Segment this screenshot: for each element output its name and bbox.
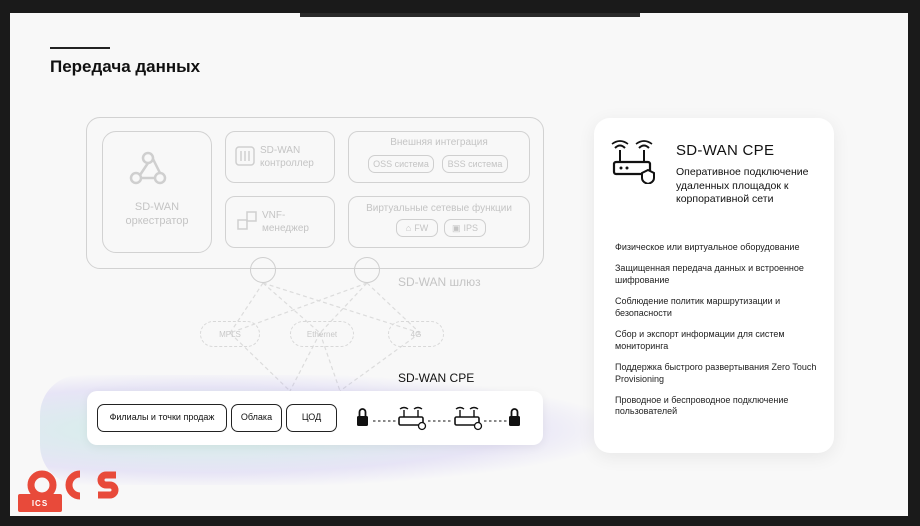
virtual-functions-box — [348, 196, 530, 248]
management-layer-box — [86, 117, 544, 269]
cpe-info-card: SD-WAN CPE Оперативное подключение удале… — [594, 118, 834, 453]
title-rule — [50, 47, 110, 49]
vnf-manager-box — [225, 196, 335, 248]
controller-box — [225, 131, 335, 183]
feature-item: Сбор и экспорт информации для систем мон… — [615, 328, 785, 351]
oss-chip: OSS система — [368, 155, 434, 173]
card-subtitle: Оперативное подключение удаленных площад… — [676, 166, 809, 206]
faded-network-diagram: SD-WAN оркестратор SD-WAN контроллер VNF… — [10, 13, 908, 516]
gateway-router-1-icon — [250, 257, 276, 283]
firewall-icon: ⌂ — [405, 223, 412, 233]
cpe-caption: SD-WAN CPE — [398, 371, 475, 385]
fw-chip: ⌂FW — [396, 219, 438, 237]
sliders-icon — [235, 146, 255, 166]
feature-item: Поддержка быстрого развертывания Zero To… — [615, 361, 817, 384]
cpe-chain — [357, 406, 520, 431]
slide-title: Передача данных — [50, 57, 201, 76]
feature-item: Физическое или виртуальное оборудование — [615, 242, 800, 252]
fw-label: FW — [414, 223, 429, 233]
card-title: SD-WAN CPE — [676, 142, 775, 159]
router-icon-left — [398, 406, 427, 431]
router-icon — [611, 140, 655, 184]
clouds-pill: Облака — [231, 404, 282, 432]
virtual-functions-label: Виртуальные сетевые функции — [366, 203, 512, 214]
feature-item: Соблюдение политик маршрутизации и безоп… — [615, 296, 781, 318]
mesh-links — [229, 283, 421, 392]
ips-icon: ▣ — [451, 222, 461, 233]
ips-chip: ▣IPS — [444, 219, 486, 237]
top-tab — [300, 13, 640, 17]
gateway-label: SD-WAN шлюз — [398, 275, 481, 289]
fourg-cloud: 4G — [388, 321, 444, 347]
router-icon-right — [454, 406, 483, 431]
lock-icon-left — [357, 408, 368, 426]
ips-label: IPS — [463, 223, 479, 233]
orchestrator-box — [102, 131, 212, 253]
webhook-icon — [129, 151, 167, 185]
dc-pill: ЦОД — [286, 404, 337, 432]
external-integration-box — [348, 131, 530, 183]
lock-icon-right — [509, 408, 520, 426]
bss-chip: BSS система — [442, 155, 508, 173]
vnf-manager-label: VNF-менеджер — [262, 210, 309, 234]
orchestrator-label: SD-WAN оркестратор — [125, 201, 189, 227]
ics-badge: ICS — [18, 494, 62, 512]
vnf-icon — [237, 211, 257, 230]
slide: Передача данных SD-WAN оркестратор SD-WA… — [10, 13, 908, 516]
gateway-router-2-icon — [354, 257, 380, 283]
feature-item: Защищенная передача данных и встроенное … — [615, 263, 804, 285]
external-integration-label: Внешняя интеграция — [390, 137, 488, 148]
branches-pill: Филиалы и точки продаж — [97, 404, 227, 432]
mpls-cloud: MPLS — [200, 321, 260, 347]
feature-list: Физическое или виртуальное оборудование … — [615, 242, 825, 428]
ethernet-cloud: Ethernet — [290, 321, 354, 347]
feature-item: Проводное и беспроводное подключение пол… — [615, 394, 789, 417]
controller-label: SD-WAN контроллер — [260, 145, 314, 169]
